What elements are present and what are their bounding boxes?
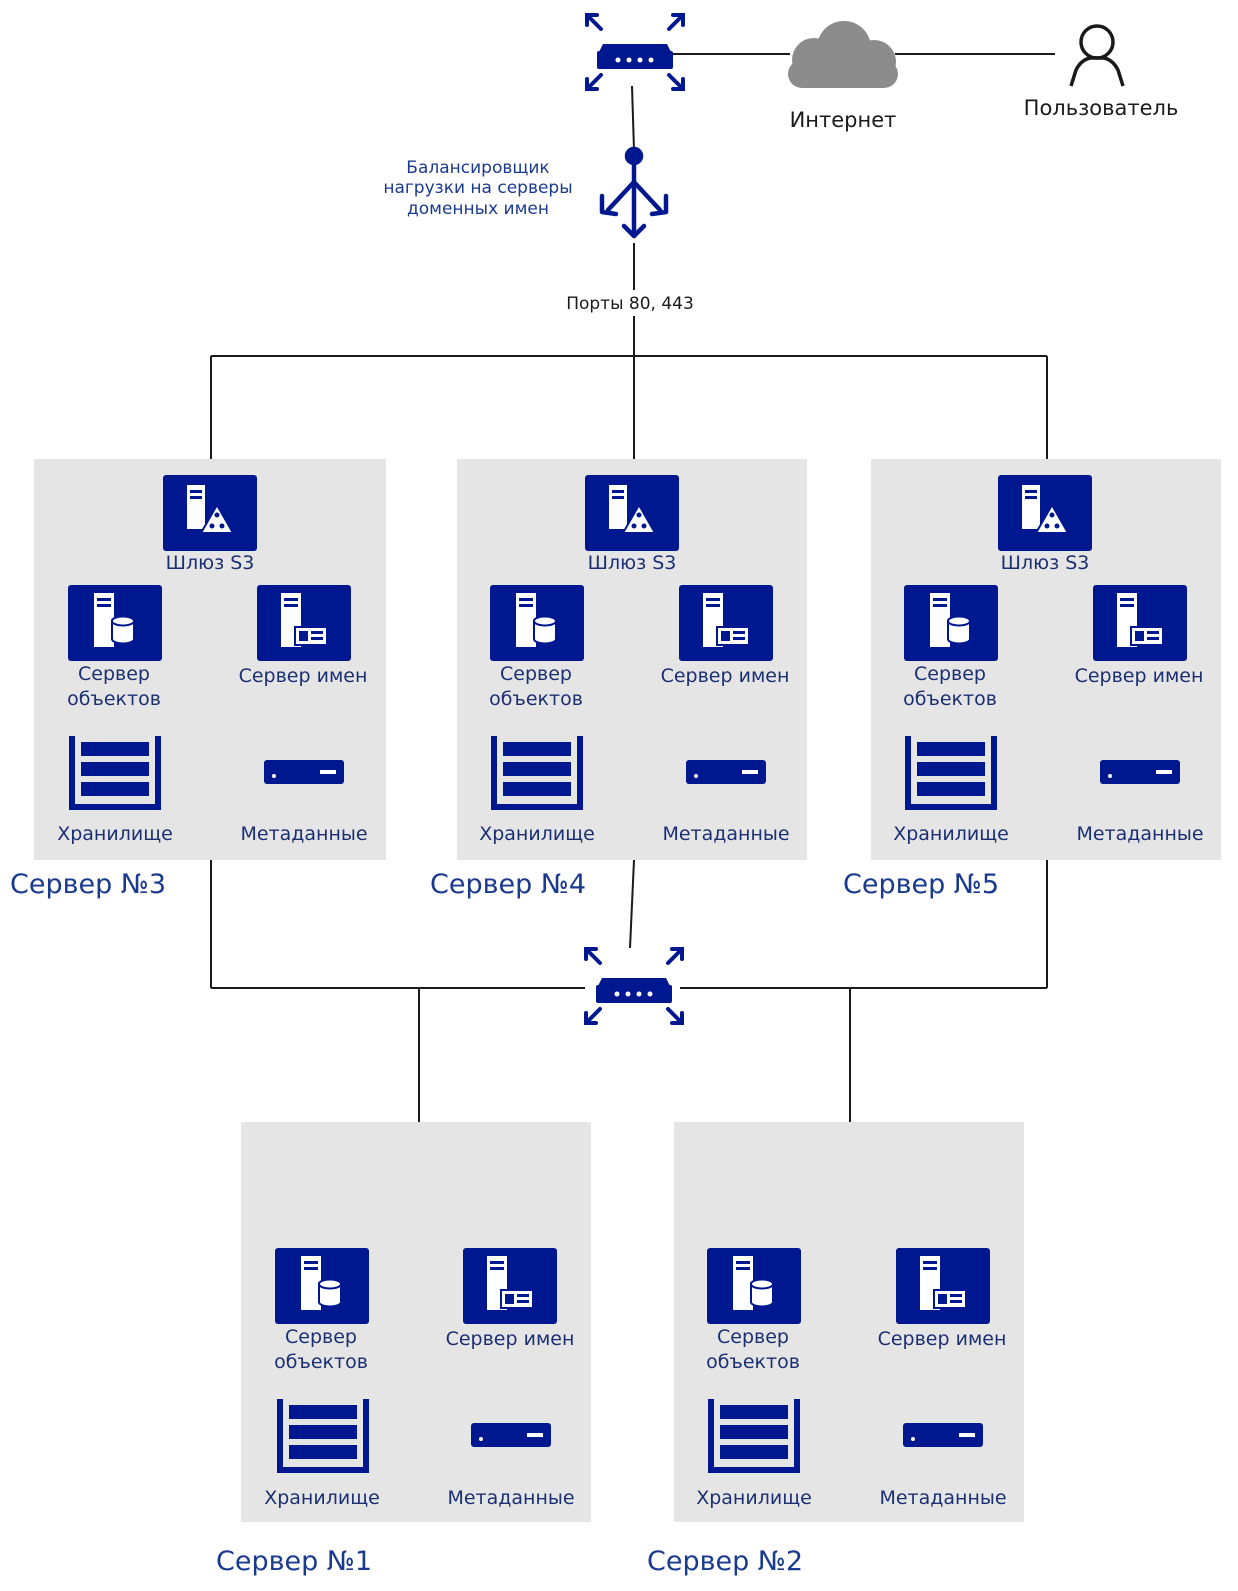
- object-server-icon: [275, 1248, 369, 1324]
- name-server-label: Сервер имен: [238, 665, 368, 687]
- balancer-label-line2: нагрузки на серверы: [383, 178, 573, 199]
- metadata-label: Метаданные: [879, 1487, 1007, 1509]
- user-icon: [1069, 24, 1125, 87]
- storage-icon: [69, 736, 161, 810]
- storage-icon: [708, 1399, 800, 1473]
- storage-icon: [905, 736, 997, 810]
- storage-label: Хранилище: [479, 823, 595, 845]
- object-server-label-line1: Сервер: [914, 663, 986, 685]
- object-server-icon: [904, 585, 998, 661]
- storage-icon: [277, 1399, 369, 1473]
- object-server-label: Сервер объектов: [903, 662, 997, 711]
- storage-label: Хранилище: [893, 823, 1009, 845]
- object-server-label: Сервер объектов: [706, 1325, 800, 1374]
- gateway-icon: [998, 475, 1092, 551]
- name-server-label: Сервер имен: [445, 1328, 575, 1350]
- router-icon: [585, 13, 685, 91]
- object-server-label-line2: объектов: [706, 1350, 800, 1373]
- user-label: Пользователь: [1023, 96, 1179, 120]
- server-title: Сервер №5: [843, 869, 1000, 900]
- gateway-icon: [163, 475, 257, 551]
- balancer-label: Балансировщик нагрузки на серверы доменн…: [383, 158, 572, 219]
- object-server-label-line1: Сервер: [285, 1326, 357, 1348]
- storage-label: Хранилище: [696, 1487, 812, 1509]
- load-balancer-icon: [599, 146, 669, 239]
- server-title: Сервер №2: [647, 1546, 804, 1577]
- name-server-icon: [463, 1248, 557, 1324]
- object-server-label: Сервер объектов: [274, 1325, 368, 1374]
- storage-label: Хранилище: [57, 823, 173, 845]
- metadata-icon: [471, 1423, 551, 1447]
- storage-label: Хранилище: [264, 1487, 380, 1509]
- server-title: Сервер №3: [10, 869, 167, 900]
- object-server-label: Сервер объектов: [489, 662, 583, 711]
- metadata-label: Метаданные: [240, 823, 368, 845]
- metadata-icon: [264, 760, 344, 784]
- gateway-icon: [585, 475, 679, 551]
- name-server-icon: [896, 1248, 990, 1324]
- object-server-label-line2: объектов: [489, 687, 583, 710]
- object-server-icon: [490, 585, 584, 661]
- object-server-label-line2: объектов: [903, 687, 997, 710]
- metadata-icon: [686, 760, 766, 784]
- metadata-label: Метаданные: [1076, 823, 1204, 845]
- name-server-label: Сервер имен: [877, 1328, 1007, 1350]
- internet-label: Интернет: [789, 108, 897, 132]
- object-server-icon: [68, 585, 162, 661]
- ports-label: Порты 80, 443: [566, 294, 694, 314]
- object-server-label-line2: объектов: [67, 687, 161, 710]
- name-server-icon: [679, 585, 773, 661]
- object-server-label-line1: Сервер: [500, 663, 572, 685]
- metadata-label: Метаданные: [447, 1487, 575, 1509]
- balancer-label-line3: доменных имен: [406, 198, 549, 219]
- server-title: Сервер №1: [216, 1546, 373, 1577]
- gateway-label: Шлюз S3: [587, 552, 677, 574]
- cloud-icon: [788, 21, 898, 88]
- name-server-icon: [1093, 585, 1187, 661]
- object-server-label-line1: Сервер: [78, 663, 150, 685]
- balancer-label-line1: Балансировщик: [406, 158, 550, 178]
- name-server-label: Сервер имен: [660, 665, 790, 687]
- router-icon: [584, 947, 684, 1025]
- metadata-icon: [1100, 760, 1180, 784]
- metadata-icon: [903, 1423, 983, 1447]
- metadata-label: Метаданные: [662, 823, 790, 845]
- name-server-label: Сервер имен: [1074, 665, 1204, 687]
- object-server-icon: [707, 1248, 801, 1324]
- gateway-label: Шлюз S3: [165, 552, 255, 574]
- storage-icon: [491, 736, 583, 810]
- name-server-icon: [257, 585, 351, 661]
- object-server-label-line1: Сервер: [717, 1326, 789, 1348]
- gateway-label: Шлюз S3: [1000, 552, 1090, 574]
- object-server-label-line2: объектов: [274, 1350, 368, 1373]
- object-server-label: Сервер объектов: [67, 662, 161, 711]
- server-title: Сервер №4: [430, 869, 587, 900]
